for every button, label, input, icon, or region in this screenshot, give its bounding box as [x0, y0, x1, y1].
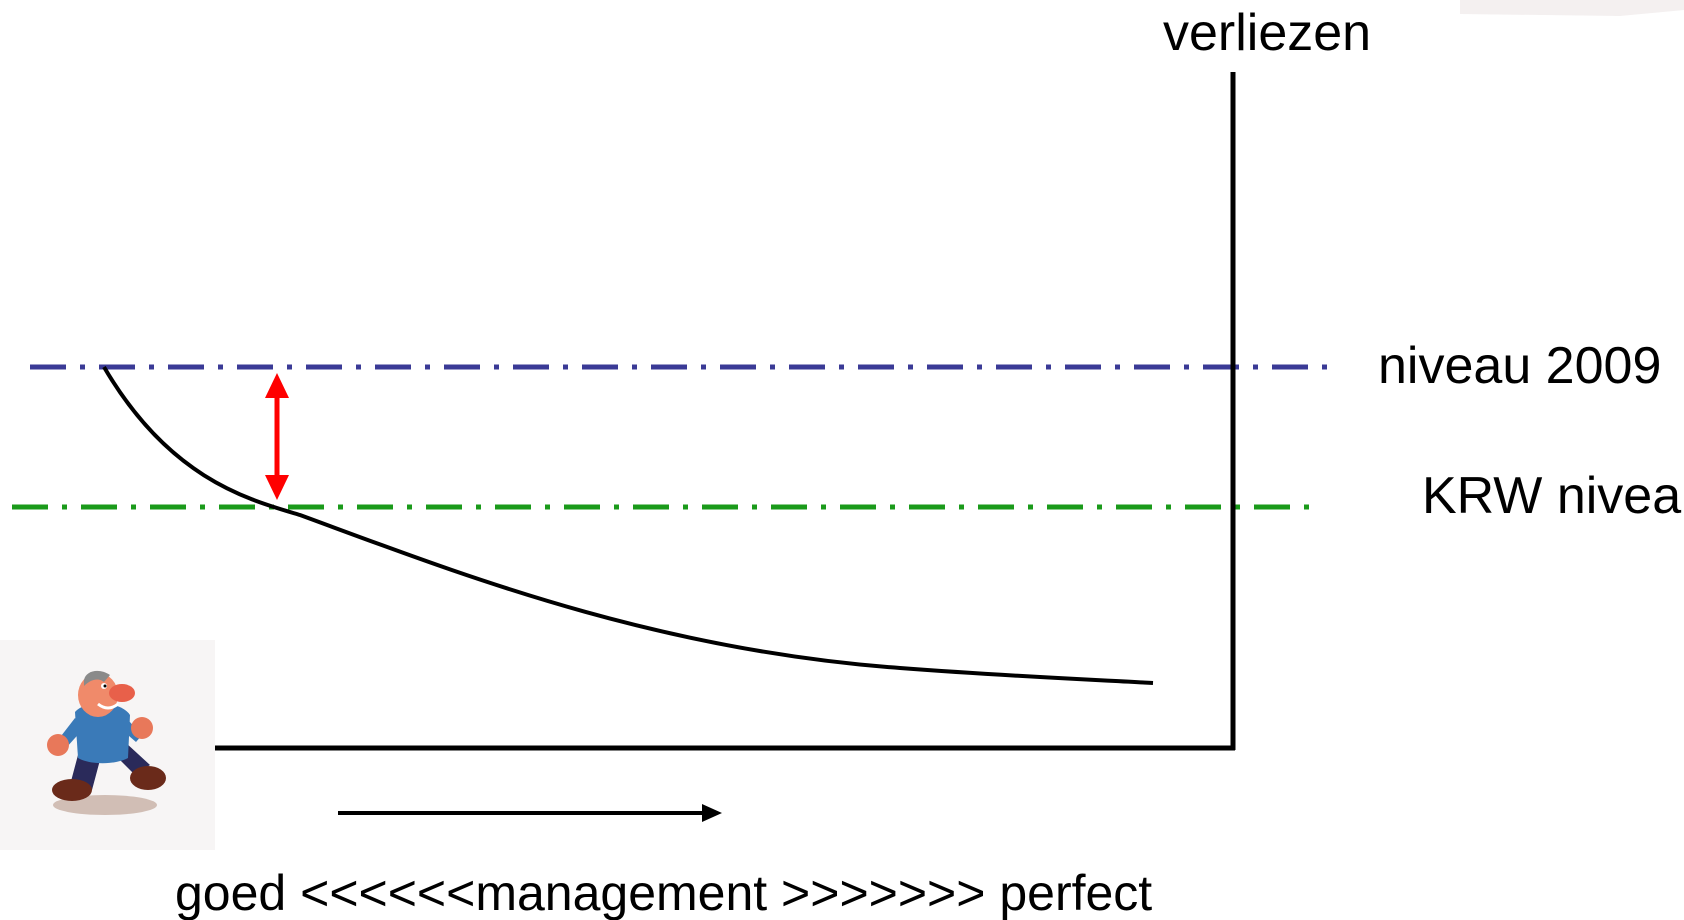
x-axis-label: goed <<<<<<management >>>>>>> perfect [175, 865, 1152, 920]
y-axis-label: verliezen [1163, 4, 1371, 62]
direction-arrow [338, 804, 722, 822]
loss-curve [102, 365, 1154, 685]
corner-decoration [1460, 0, 1684, 16]
level-2009-label: niveau 2009 [1378, 337, 1661, 395]
level-krw-label: KRW niveau [1422, 467, 1684, 525]
running-cartoon-man-icon [0, 640, 215, 850]
gap-arrow [265, 373, 289, 500]
